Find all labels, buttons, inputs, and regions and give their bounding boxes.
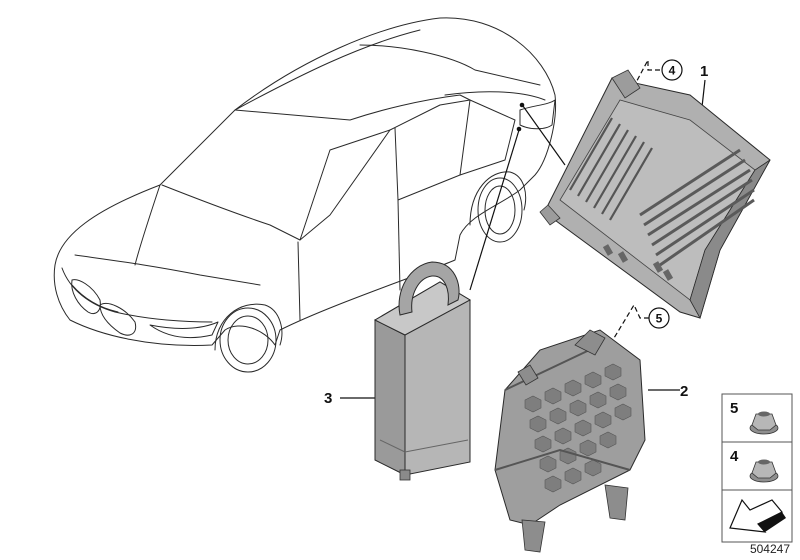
mount-tab-top xyxy=(611,69,641,99)
connector-handle xyxy=(398,261,460,316)
legend-item-4-label: 4 xyxy=(730,448,739,465)
callout-5: 5 xyxy=(656,312,663,326)
callout-3: 3 xyxy=(324,390,332,407)
diagram-number: 504247 xyxy=(750,542,790,556)
flange-nut-4 xyxy=(749,459,779,483)
callout-1: 1 xyxy=(700,63,708,80)
heatsink-fins-left xyxy=(569,117,653,221)
legend-item-5-label: 5 xyxy=(730,400,738,417)
callout-labels: 1 2 3 4 5 xyxy=(324,59,708,407)
connector-pin xyxy=(399,469,411,481)
callout-4-circle xyxy=(661,59,683,81)
location-dot-trunk xyxy=(516,126,522,132)
callout-2: 2 xyxy=(680,383,688,400)
part-2-bracket xyxy=(494,329,646,553)
part-3-control-unit xyxy=(373,261,472,481)
bracket-honeycomb xyxy=(524,363,632,493)
small-parts-legend: 5 4 xyxy=(721,393,793,543)
bracket-foot-1 xyxy=(521,519,546,553)
arrow-icon xyxy=(729,498,786,533)
callout-4: 4 xyxy=(669,64,676,78)
flange-nut-5 xyxy=(749,411,779,435)
callout-5-circle xyxy=(648,307,670,329)
mount-tab-left xyxy=(539,204,561,226)
car-outline xyxy=(53,17,557,373)
part-1-amplifier xyxy=(539,69,771,320)
bracket-clip-left xyxy=(517,364,539,386)
bracket-clip-top xyxy=(574,329,606,356)
heatsink-fins-right xyxy=(639,148,755,267)
bracket-foot-2 xyxy=(604,484,629,521)
